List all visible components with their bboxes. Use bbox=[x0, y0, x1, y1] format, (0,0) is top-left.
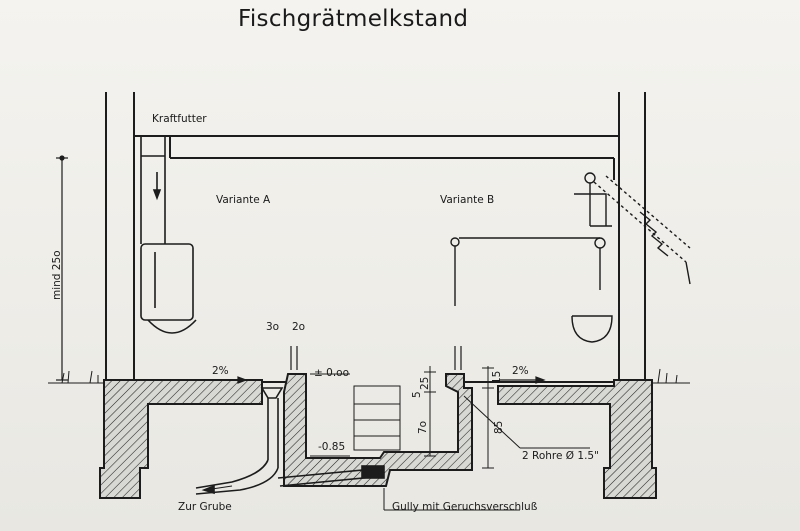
drawing-title: Fischgrätmelkstand bbox=[238, 6, 469, 32]
feed-label: Kraftfutter bbox=[152, 113, 207, 125]
variant-b-label: Variante B bbox=[440, 194, 495, 206]
pit-dimensions bbox=[310, 366, 590, 511]
gully-label: Gully mit Geruchsverschluß bbox=[392, 501, 538, 513]
left-foundation bbox=[99, 379, 263, 499]
slope-left-label: 2% bbox=[212, 365, 229, 377]
dimension-70-label: 7o bbox=[417, 420, 429, 434]
pipes-label: 2 Rohre Ø 1.5" bbox=[522, 450, 599, 462]
level-low-label: -0.85 bbox=[318, 441, 346, 453]
feed-chute bbox=[140, 136, 197, 334]
pit-steps bbox=[353, 385, 401, 451]
dimension-5-label: 5 bbox=[411, 391, 423, 398]
gully-and-drain bbox=[195, 387, 385, 495]
dimension-15-label: 15 bbox=[491, 370, 503, 384]
dimension-20-label: 2o bbox=[292, 321, 306, 333]
height-dimension bbox=[56, 155, 68, 381]
slope-arrows bbox=[198, 376, 546, 384]
right-foundation bbox=[497, 379, 657, 499]
floor-posts bbox=[290, 346, 462, 370]
feeder-variant-b bbox=[450, 172, 691, 343]
level-zero-label: ± 0.oo bbox=[314, 367, 350, 379]
pit-structure bbox=[283, 373, 473, 487]
variant-a-label: Variante A bbox=[216, 194, 271, 206]
min-height-label: mind 25o bbox=[51, 250, 63, 300]
slope-right-label: 2% bbox=[512, 365, 529, 377]
dimension-25-label: 25 bbox=[419, 376, 431, 390]
ground-marks bbox=[48, 368, 690, 384]
dimension-30-label: 3o bbox=[266, 321, 280, 333]
dimension-85-label: 85 bbox=[493, 420, 505, 434]
to-pit-label: Zur Grube bbox=[178, 501, 232, 513]
